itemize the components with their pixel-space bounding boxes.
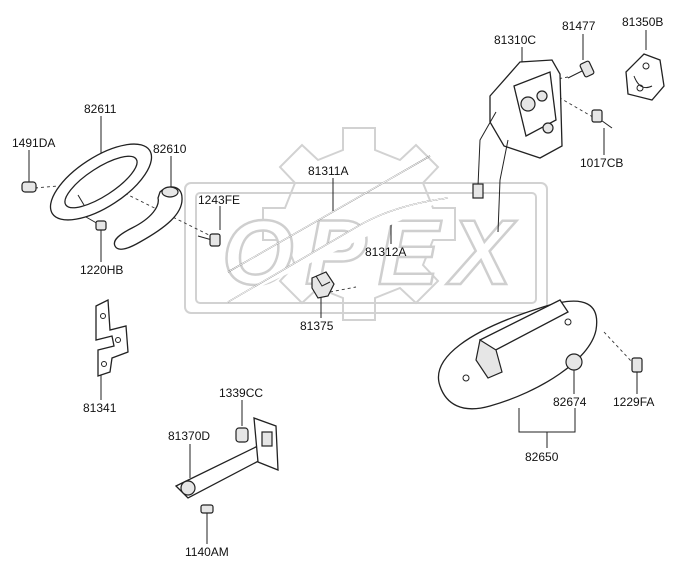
label-1220HB: 1220HB	[80, 263, 123, 277]
watermark-gear	[262, 127, 456, 321]
label-82650: 82650	[525, 450, 559, 464]
watermark-frame	[184, 182, 548, 314]
rod-81311A	[227, 155, 431, 273]
label-1229FA: 1229FA	[613, 395, 654, 409]
screw-1017CB	[591, 109, 613, 129]
nut-1339CC	[235, 427, 249, 443]
label-81370D: 81370D	[168, 429, 210, 443]
label-81310C: 81310C	[494, 33, 536, 47]
door-checker-81370D	[174, 417, 279, 499]
screw-1243FE	[197, 233, 221, 247]
label-81375: 81375	[300, 319, 334, 333]
label-81311A: 81311A	[308, 164, 348, 178]
clip-81375	[311, 271, 335, 299]
rod-81312A	[227, 197, 449, 303]
label-82610: 82610	[153, 142, 187, 156]
label-81477: 81477	[562, 19, 596, 33]
bracket-81341	[95, 298, 129, 377]
inner-handle-bezel-82611	[49, 143, 153, 221]
label-82674: 82674	[553, 395, 587, 409]
part-labels: 1491DA 82611 82610 1243FE 1220HB 81341 8…	[12, 15, 663, 559]
label-81312A: 81312A	[365, 245, 406, 259]
label-1140AM: 1140AM	[185, 545, 229, 559]
bolt-1140AM	[200, 504, 214, 524]
latch-81310C	[472, 59, 563, 233]
screw-1220HB	[85, 216, 107, 231]
label-82611: 82611	[84, 102, 117, 116]
screw-1491DA	[21, 181, 37, 193]
label-1339CC: 1339CC	[219, 386, 263, 400]
striker-81350B	[625, 53, 665, 101]
label-1243FE: 1243FE	[198, 193, 240, 207]
outer-handle-82650	[437, 299, 598, 410]
label-1017CB: 1017CB	[580, 156, 623, 170]
label-81350B: 81350B	[622, 15, 663, 29]
screw-81477	[567, 60, 595, 79]
label-81341: 81341	[83, 401, 117, 415]
screw-1229FA	[631, 357, 643, 373]
inner-handle-82610	[113, 186, 183, 250]
label-1491DA: 1491DA	[12, 136, 55, 150]
